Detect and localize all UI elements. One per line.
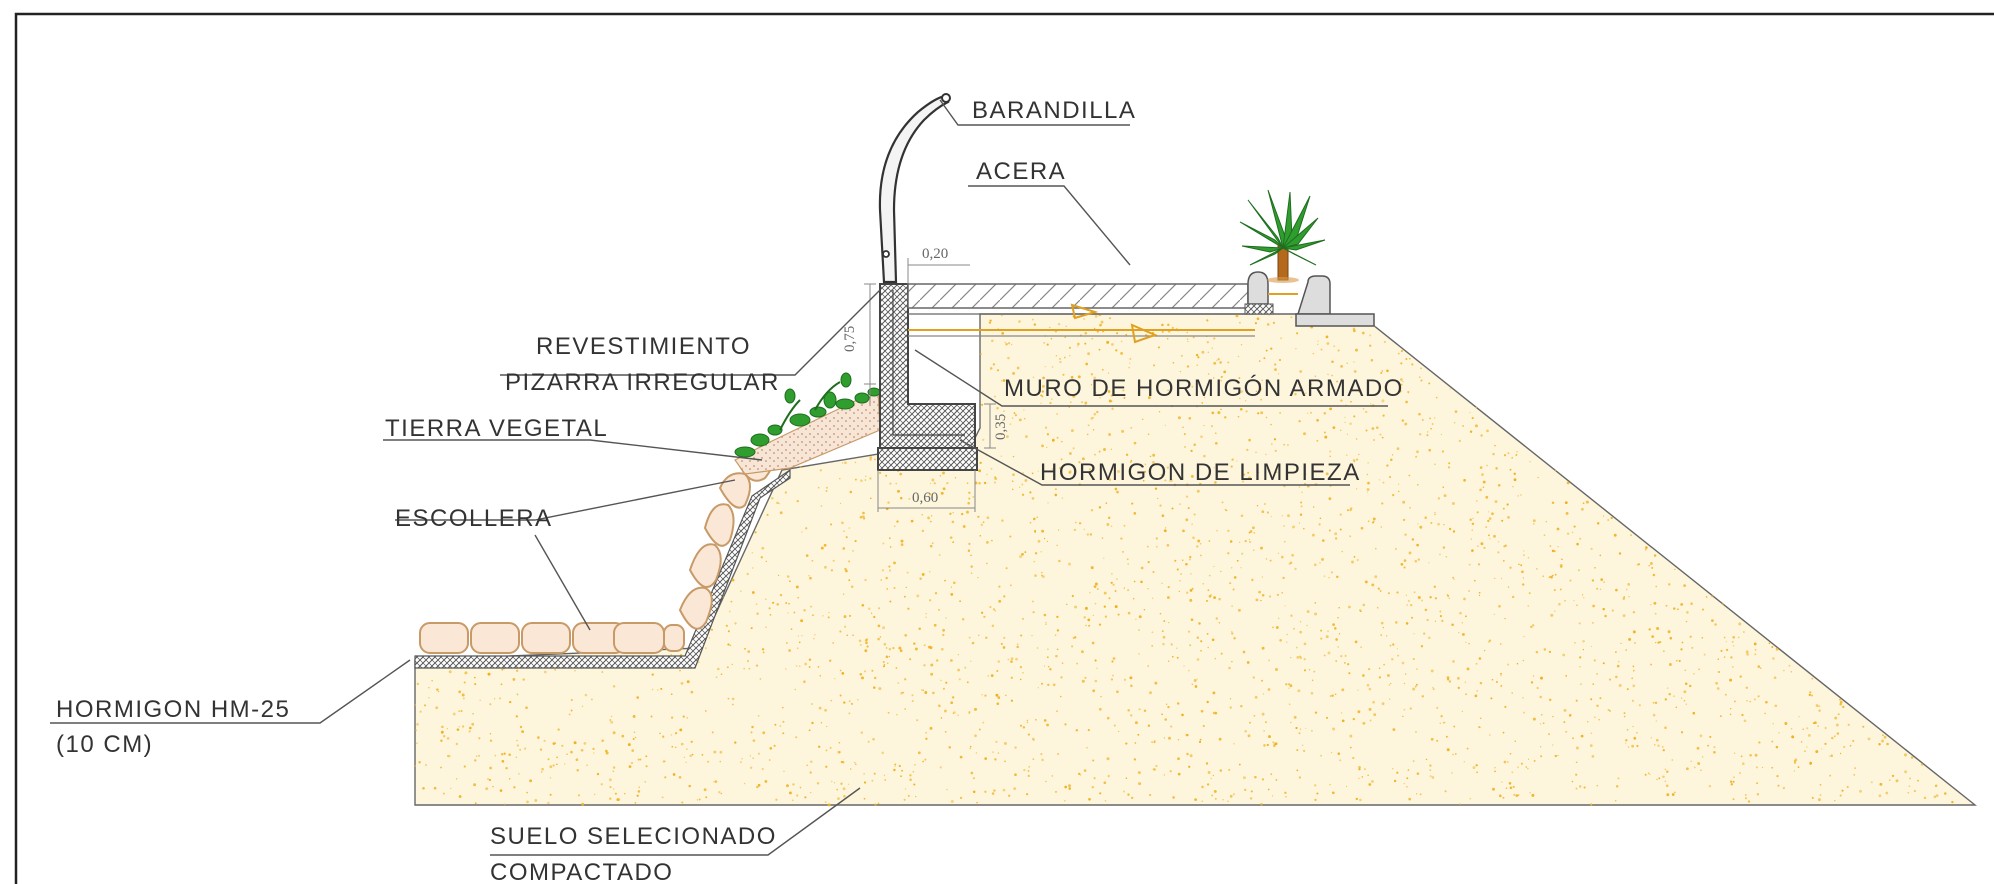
lean-concrete-base [877,447,978,471]
sidewalk-marker-2 [1130,323,1158,344]
label-escollera: ESCOLLERA [395,505,553,532]
label-barandilla: BARANDILLA [972,97,1136,124]
label-hormigon-hm25: HORMIGON HM-25 [56,696,290,723]
label-muro: MURO DE HORMIGÓN ARMADO [1004,375,1404,402]
curb [1244,271,1375,327]
leader-lines [50,99,1388,856]
slope-vegetation [734,372,881,458]
wall-inner-line [892,290,965,436]
dimension-075: 0,75 [842,326,858,352]
label-tierra-vegetal: TIERRA VEGETAL [385,415,608,442]
railing-icon [878,93,951,284]
label-compactado: COMPACTADO [490,859,673,884]
dimension-035: 0,35 [993,414,1009,440]
dimension-marks [864,258,996,512]
escollera-stones [419,450,774,654]
label-hormigon-limpieza: HORMIGON DE LIMPIEZA [1040,459,1361,486]
dimension-020: 0,20 [922,246,948,262]
sidewalk-slab [907,283,1249,309]
label-hormigon-hm25-sub: (10 CM) [56,731,153,758]
drawing-frame [14,12,1994,884]
label-acera: ACERA [976,158,1066,185]
sidewalk-marker-1 [1070,303,1099,320]
dimension-060: 0,60 [912,490,938,506]
label-suelo: SUELO SELECIONADO [490,823,777,850]
label-revestimiento: REVESTIMIENTO [536,333,751,360]
label-pizarra: PIZARRA IRREGULAR [505,369,780,396]
palm-tree-icon [1239,189,1326,283]
